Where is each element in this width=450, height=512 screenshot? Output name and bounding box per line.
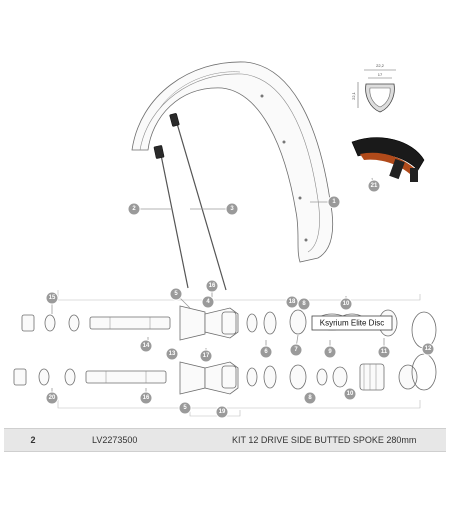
callout-8-upper: 8 xyxy=(297,297,311,311)
svg-text:17: 17 xyxy=(203,353,210,359)
spoke-non-drive-side xyxy=(169,113,227,291)
rim-inner-width-label: 17 xyxy=(378,72,383,77)
callout-2: 2 xyxy=(127,202,141,216)
callout-7: 7 xyxy=(289,343,303,357)
callout-11: 11 xyxy=(377,345,391,359)
svg-text:14: 14 xyxy=(143,343,150,349)
callout-9: 9 xyxy=(323,345,337,359)
svg-text:12: 12 xyxy=(425,346,432,352)
svg-text:19: 19 xyxy=(219,409,226,415)
svg-text:7: 7 xyxy=(294,347,298,353)
svg-text:5: 5 xyxy=(174,291,178,297)
callout-16-lower: 16 xyxy=(139,391,153,405)
callout-6: 6 xyxy=(259,345,273,359)
svg-text:10: 10 xyxy=(347,391,354,397)
part-description: KIT 12 DRIVE SIDE BUTTED SPOKE 280mm xyxy=(232,435,417,445)
product-label: Ksyrium Elite Disc xyxy=(320,319,384,328)
svg-text:8: 8 xyxy=(308,395,312,401)
svg-text:16: 16 xyxy=(143,395,150,401)
rim-height-label: 22,1 xyxy=(351,91,356,100)
callout-12: 12 xyxy=(421,342,435,356)
callout-18: 18 xyxy=(285,295,299,309)
spoke-drive-side xyxy=(153,145,189,289)
lower-hub-row xyxy=(13,353,437,395)
part-code: LV2273500 xyxy=(92,435,138,445)
callout-3: 3 xyxy=(225,202,239,216)
exploded-parts-diagram: 22,2 17 22,1 xyxy=(13,61,437,419)
callout-14: 14 xyxy=(139,339,153,353)
svg-text:3: 3 xyxy=(230,206,234,212)
callout-21: 21 xyxy=(367,179,381,193)
callout-20: 20 xyxy=(45,391,59,405)
callout-17: 17 xyxy=(199,349,213,363)
svg-text:20: 20 xyxy=(49,395,56,401)
part-list-row[interactable]: 2 LV2273500 KIT 12 DRIVE SIDE BUTTED SPO… xyxy=(4,428,446,452)
rim xyxy=(131,61,334,263)
callout-16-upper: 16 xyxy=(205,279,219,293)
callout-5-upper: 5 xyxy=(169,287,183,301)
svg-text:1: 1 xyxy=(332,199,336,205)
callout-4: 4 xyxy=(201,295,215,309)
svg-text:13: 13 xyxy=(169,351,176,357)
svg-text:18: 18 xyxy=(289,299,296,305)
callout-1: 1 xyxy=(327,195,341,209)
svg-text:8: 8 xyxy=(302,301,306,307)
rim-width-label: 22,2 xyxy=(376,63,385,68)
callout-19: 19 xyxy=(215,405,229,419)
svg-text:15: 15 xyxy=(49,295,56,301)
svg-text:21: 21 xyxy=(371,183,378,189)
svg-text:10: 10 xyxy=(343,301,350,307)
svg-text:5: 5 xyxy=(183,405,187,411)
svg-text:11: 11 xyxy=(381,349,388,355)
tire-inset xyxy=(351,137,425,182)
callout-8-lower: 8 xyxy=(303,391,317,405)
callout-10-upper: 10 xyxy=(339,297,353,311)
callout-5-lower: 5 xyxy=(178,401,192,415)
svg-text:4: 4 xyxy=(206,299,210,305)
svg-text:2: 2 xyxy=(132,206,136,212)
svg-text:6: 6 xyxy=(264,349,268,355)
callout-10-lower: 10 xyxy=(343,387,357,401)
rim-profile-inset: 22,2 17 22,1 xyxy=(351,63,396,113)
svg-text:9: 9 xyxy=(328,349,332,355)
svg-text:16: 16 xyxy=(209,283,216,289)
callout-15: 15 xyxy=(45,291,59,305)
part-ref-number: 2 xyxy=(30,435,36,445)
callout-13: 13 xyxy=(165,347,179,361)
